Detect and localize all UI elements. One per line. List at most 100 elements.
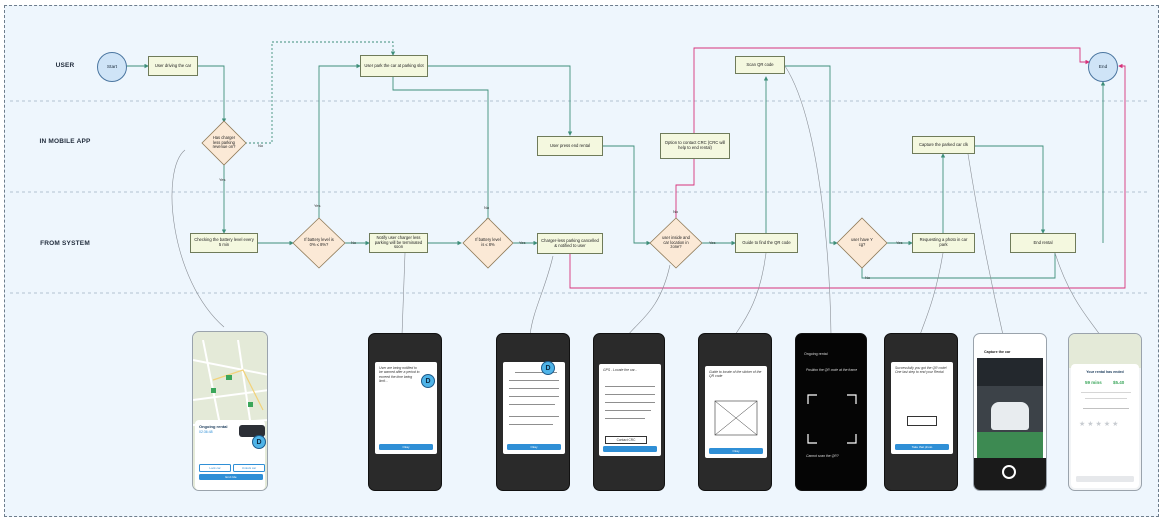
connector-7 bbox=[919, 252, 944, 336]
okay-label-2: Okay bbox=[402, 445, 410, 449]
node-notify-user: Notify user charger less parking will be… bbox=[369, 233, 428, 253]
submit-rating-button[interactable] bbox=[1076, 476, 1134, 482]
sketch-text-2: User are being notified to be warned aft… bbox=[379, 366, 420, 384]
sketch-line bbox=[605, 418, 645, 419]
sketch-car-illustration bbox=[714, 400, 758, 436]
node-charger-cancelled: Charger-less parking cancelled & notifie… bbox=[537, 233, 603, 254]
scanner-title: Ongoing rental bbox=[804, 352, 828, 356]
diamond-user-inside-label: user inside and car location in zone? bbox=[662, 234, 690, 250]
edge-no-back bbox=[861, 253, 1056, 279]
node-user-press-end: User press end rental bbox=[537, 136, 603, 156]
take-photo-label: Take that photo bbox=[911, 445, 933, 449]
sketch-card-5: Guide to locate of the sticker of the QR… bbox=[705, 366, 767, 458]
edge-label-yes-2: Yes bbox=[314, 203, 321, 208]
lock-car-button[interactable]: Lock car bbox=[199, 464, 231, 472]
phone-ongoing-rental: Ongoing rental 02:36:48 Lock car Unlock … bbox=[192, 331, 268, 491]
edge-charger-no-park bbox=[245, 41, 396, 144]
diamond-has-charger-label: Has charger less parking revenue on? bbox=[212, 134, 236, 150]
diamond-battery-low-label: If battery level is 0% ≤ 8%? bbox=[304, 237, 334, 247]
detail-line bbox=[1081, 392, 1131, 393]
sketch-line bbox=[509, 388, 559, 389]
node-scan-qr: Scan QR code bbox=[735, 56, 785, 74]
diamond-battery-still-label: If battery level is ≤ 8% bbox=[475, 237, 501, 247]
phone-photo-request: Successfully you got the QR code! One la… bbox=[884, 333, 958, 491]
okay-label-5: Okay bbox=[732, 449, 740, 453]
edge-label-yes-1: Yes bbox=[219, 177, 226, 182]
diamond-battery-low-text: If battery level is 0% ≤ 8%? bbox=[293, 218, 345, 268]
camera-viewfinder bbox=[977, 358, 1043, 458]
connector-4 bbox=[627, 264, 671, 336]
okay-button-5[interactable]: Okay bbox=[709, 448, 763, 454]
node-capture-car: Capture the parked car clk bbox=[912, 136, 975, 154]
ended-map bbox=[1069, 334, 1141, 368]
sketch-line bbox=[509, 396, 559, 397]
sketch-line bbox=[605, 410, 651, 411]
okay-label-3: Okay bbox=[530, 445, 538, 449]
edge-label-no-2: No bbox=[351, 240, 357, 245]
node-user-park: User park the car at parking slot bbox=[360, 55, 428, 77]
garage-ceiling bbox=[977, 358, 1043, 386]
scanner-frame bbox=[807, 394, 857, 444]
edge-label-yes-5: Yes bbox=[896, 240, 903, 245]
take-photo-button[interactable]: Take that photo bbox=[895, 444, 949, 450]
diamond-has-charger bbox=[201, 120, 247, 166]
diamond-user-cg-text: user have Y cg? bbox=[837, 218, 887, 268]
ended-panel: Your rental has ended 59 mins $5.40 ★★★★… bbox=[1071, 364, 1139, 488]
sketch-line bbox=[515, 372, 557, 373]
sketch-text-7: Successfully you got the QR code! One la… bbox=[895, 366, 947, 375]
detail-line bbox=[1083, 408, 1129, 409]
ended-duration: 59 mins bbox=[1085, 380, 1102, 385]
sketch-line bbox=[509, 380, 559, 381]
okay-button-2[interactable]: Okay bbox=[379, 444, 433, 450]
scanner-instruction: Position the QR code at the frame bbox=[806, 368, 858, 372]
edge-label-yes-3: Yes bbox=[519, 240, 526, 245]
phone-notify: User are being notified to be warned aft… bbox=[368, 333, 442, 491]
lane-user-label: USER bbox=[55, 62, 75, 69]
phone-contact-crc: GPS - Locate the car... Contact CRC bbox=[593, 333, 665, 491]
sketch-line bbox=[605, 394, 655, 395]
diamond-has-charger-text: Has charger less parking revenue on? bbox=[202, 121, 246, 165]
rental-title: Ongoing rental bbox=[199, 424, 228, 429]
sketch-card-4: GPS - Locate the car... Contact CRC bbox=[599, 364, 661, 456]
edge-label-yes-4: Yes bbox=[709, 240, 716, 245]
badge-3: D bbox=[541, 361, 555, 375]
car-image bbox=[239, 425, 265, 437]
sketch-line bbox=[509, 404, 555, 405]
lane-mobile-label: IN MOBILE APP bbox=[39, 138, 91, 145]
diamond-user-cg-label: user have Y cg? bbox=[851, 237, 873, 247]
sketch-card-7: Successfully you got the QR code! One la… bbox=[891, 362, 953, 454]
contact-crc-button[interactable]: Contact CRC bbox=[605, 436, 647, 444]
rating-stars-icon[interactable]: ★★★★★ bbox=[1079, 421, 1121, 428]
edge-cancel-end bbox=[569, 63, 1126, 289]
okay-button-3[interactable]: Okay bbox=[507, 444, 561, 450]
node-checking-battery: Checking the battery level every 5 min bbox=[190, 233, 258, 253]
badge-1: D bbox=[252, 435, 266, 449]
connector-3 bbox=[529, 255, 554, 336]
node-guide-qr: Guide to find the QR code bbox=[735, 233, 798, 253]
shutter-button[interactable] bbox=[1002, 465, 1016, 479]
scanner-cannot-scan[interactable]: Cannot scan the QR? bbox=[806, 454, 839, 458]
parking-floor bbox=[977, 432, 1043, 458]
connector-8 bbox=[967, 153, 1004, 336]
edge-label-no-4: No bbox=[673, 209, 679, 214]
diamond-battery-low bbox=[292, 217, 346, 269]
edge-end-inside bbox=[603, 145, 651, 246]
car-photo bbox=[991, 402, 1029, 430]
edge-battery-yes-park bbox=[318, 63, 361, 222]
end-ride-button[interactable]: End ride bbox=[199, 474, 263, 480]
sketch-line bbox=[605, 386, 655, 387]
diamond-user-cg bbox=[836, 217, 888, 269]
sketch-card-2: User are being notified to be warned aft… bbox=[375, 362, 437, 454]
sketch-text-4: GPS - Locate the car... bbox=[603, 368, 638, 372]
continue-button-4[interactable] bbox=[603, 446, 657, 452]
node-user-driving: User driving the car bbox=[148, 56, 198, 76]
phone-cancelled: Okay D bbox=[496, 333, 570, 491]
node-option-contact: Option to contact CRC (CRC will help to … bbox=[660, 133, 730, 159]
connector-1 bbox=[171, 149, 225, 328]
map-roads bbox=[193, 340, 267, 440]
capture-title: Capture the car bbox=[984, 350, 1011, 354]
connector-2 bbox=[401, 252, 406, 336]
unlock-car-button[interactable]: Unlock car bbox=[233, 464, 265, 472]
